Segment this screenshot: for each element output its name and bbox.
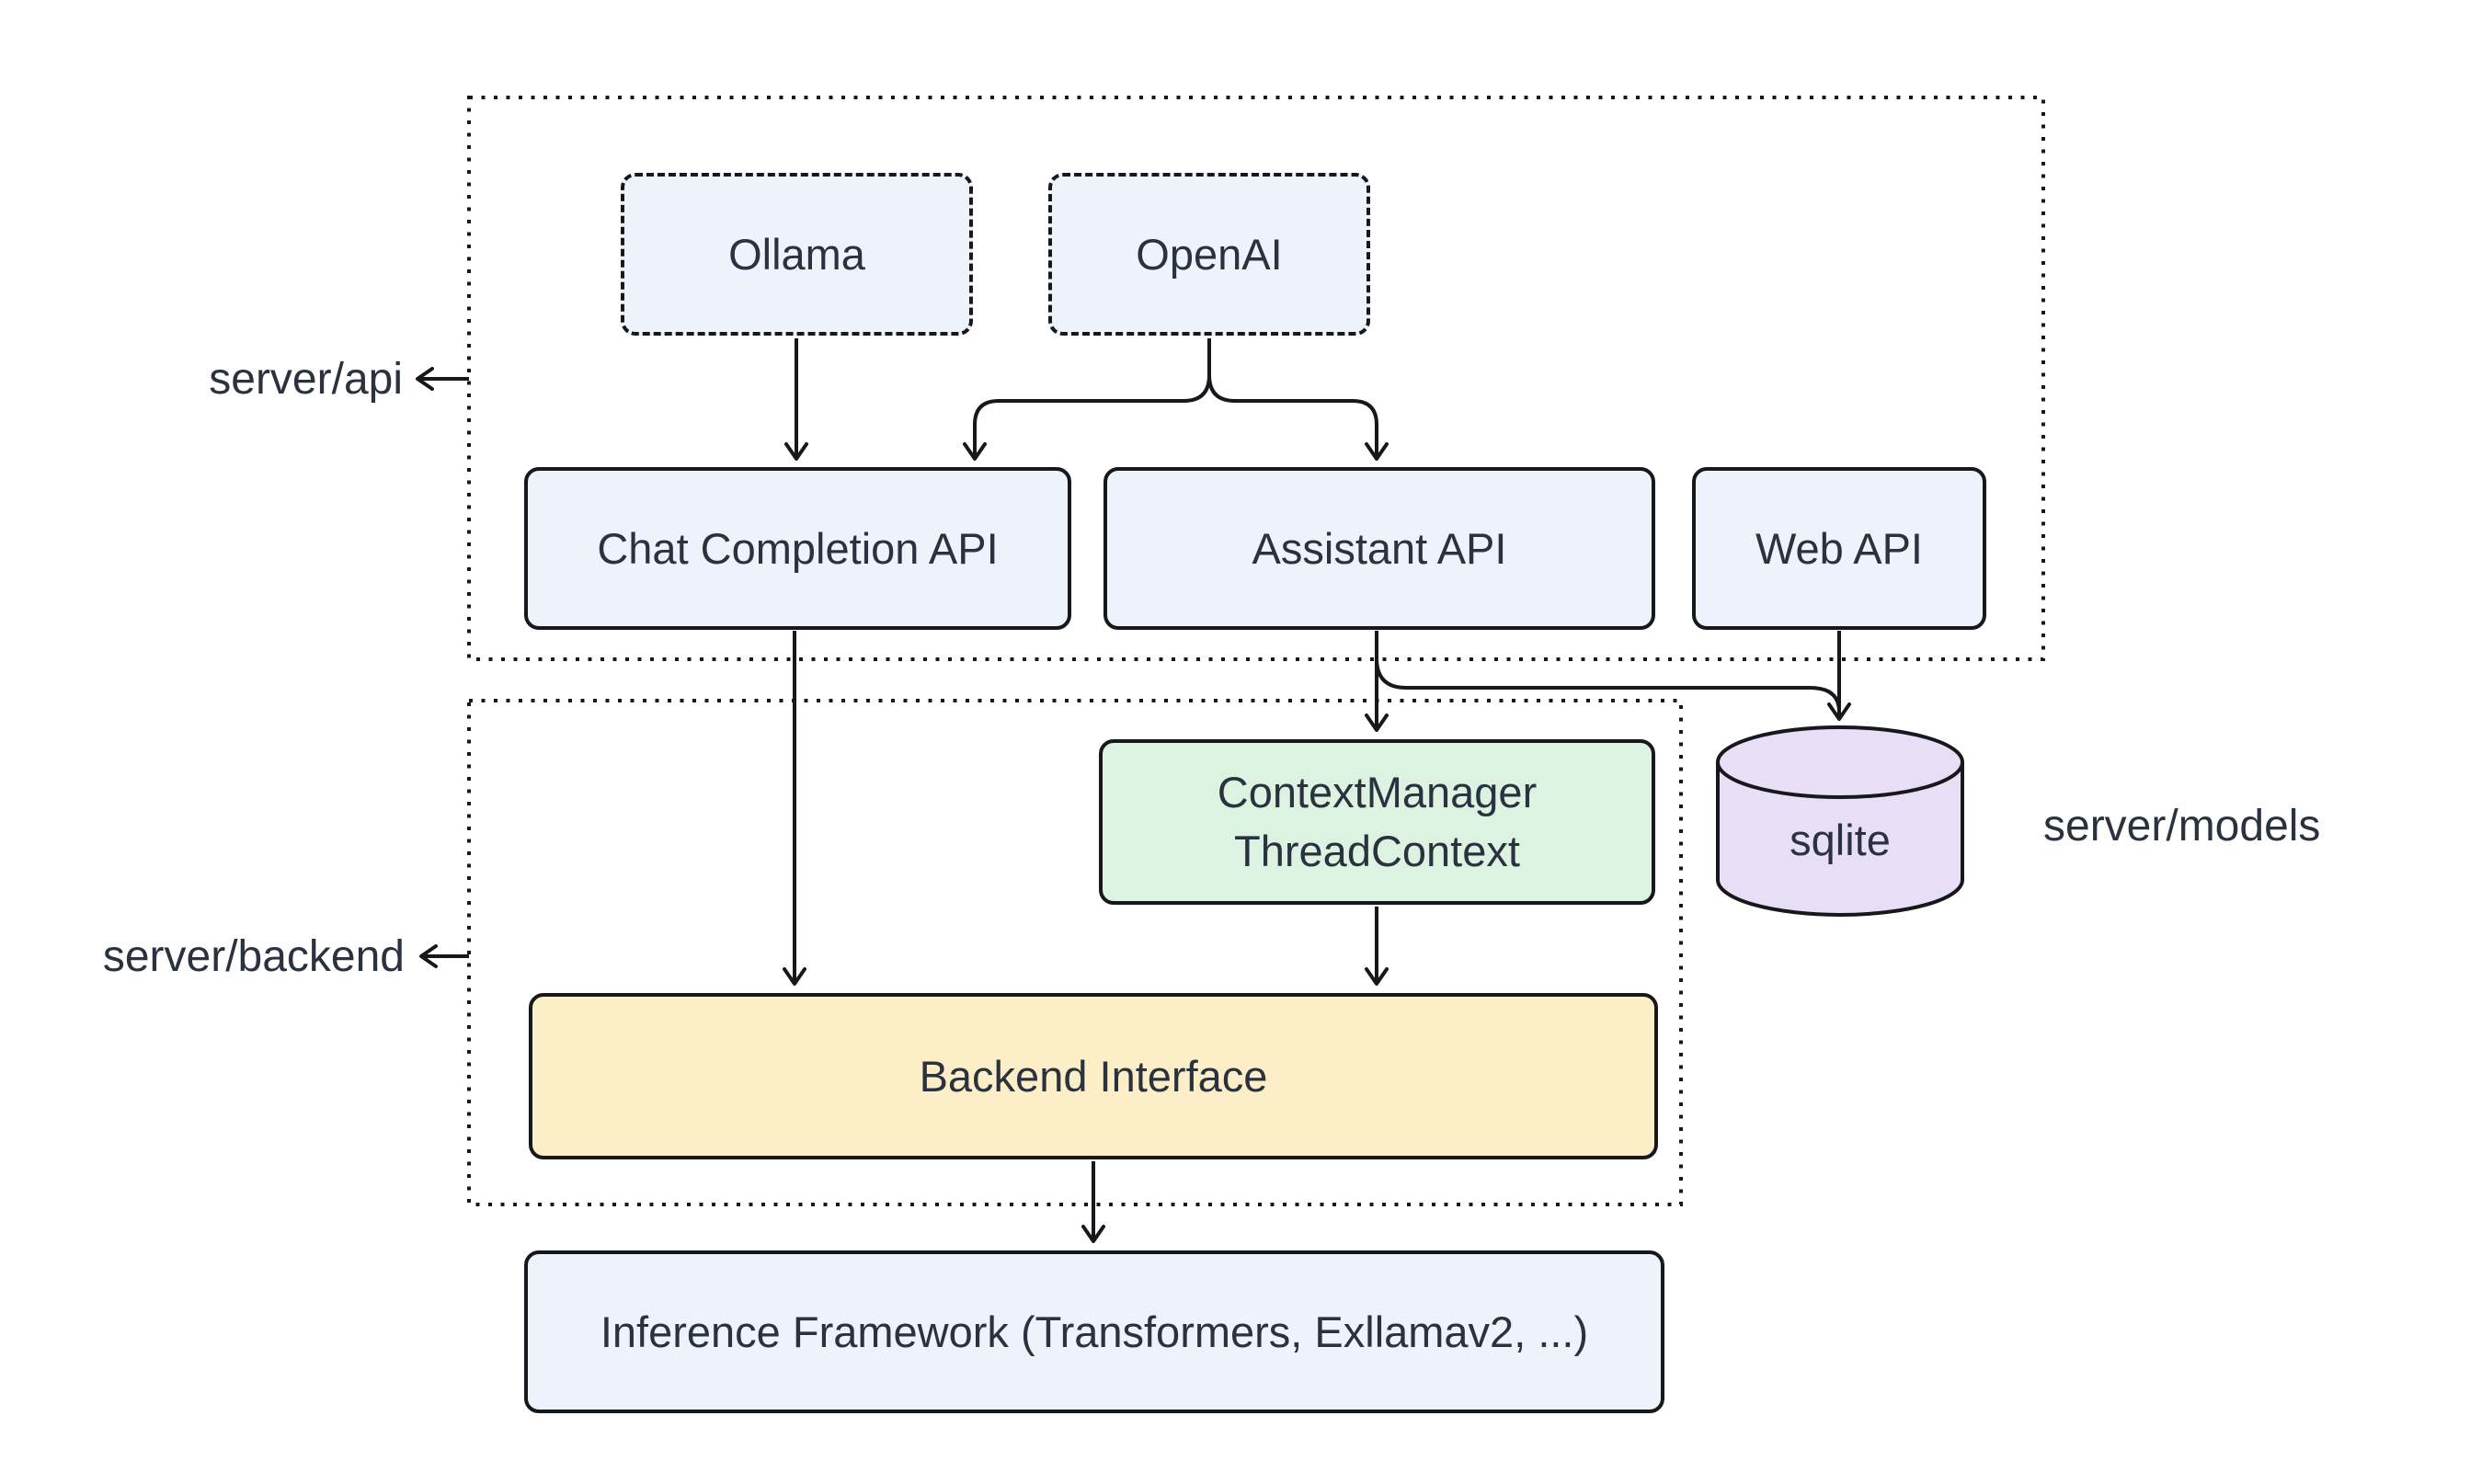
server-backend-label: server/backend bbox=[102, 932, 405, 981]
node-ollama: Ollama bbox=[621, 173, 973, 336]
node-chat-completion-api: Chat Completion API bbox=[524, 467, 1071, 630]
node-ollama-label: Ollama bbox=[728, 229, 865, 279]
node-chat-completion-api-label: Chat Completion API bbox=[597, 523, 999, 573]
node-context-manager-line1: ContextManager bbox=[1217, 768, 1538, 816]
node-inference-framework: Inference Framework (Transformers, Exlla… bbox=[524, 1250, 1664, 1413]
edge-openai-to-chat-completion-api bbox=[963, 338, 1211, 461]
node-context-manager: ContextManager ThreadContext bbox=[1099, 739, 1655, 905]
server-models-label: server/models bbox=[2043, 802, 2321, 850]
server-backend-container bbox=[467, 699, 1683, 1206]
node-backend-interface: Backend Interface bbox=[529, 993, 1658, 1159]
edge-assistant-api-to-sqlite bbox=[1375, 631, 1841, 713]
node-sqlite-label: sqlite bbox=[1790, 816, 1891, 864]
node-assistant-api-label: Assistant API bbox=[1252, 523, 1507, 573]
node-backend-interface-label: Backend Interface bbox=[919, 1051, 1268, 1101]
server-api-label: server/api bbox=[209, 355, 403, 404]
node-web-api: Web API bbox=[1692, 467, 1986, 630]
edge-openai-to-assistant-api bbox=[1207, 338, 1389, 461]
node-openai: OpenAI bbox=[1048, 173, 1370, 336]
node-assistant-api: Assistant API bbox=[1103, 467, 1655, 630]
node-web-api-label: Web API bbox=[1755, 523, 1923, 573]
sqlite-database-cylinder-icon bbox=[1716, 725, 1964, 917]
node-inference-framework-label: Inference Framework (Transformers, Exlla… bbox=[600, 1307, 1589, 1356]
node-openai-label: OpenAI bbox=[1136, 229, 1283, 279]
node-context-manager-line2: ThreadContext bbox=[1234, 827, 1520, 875]
